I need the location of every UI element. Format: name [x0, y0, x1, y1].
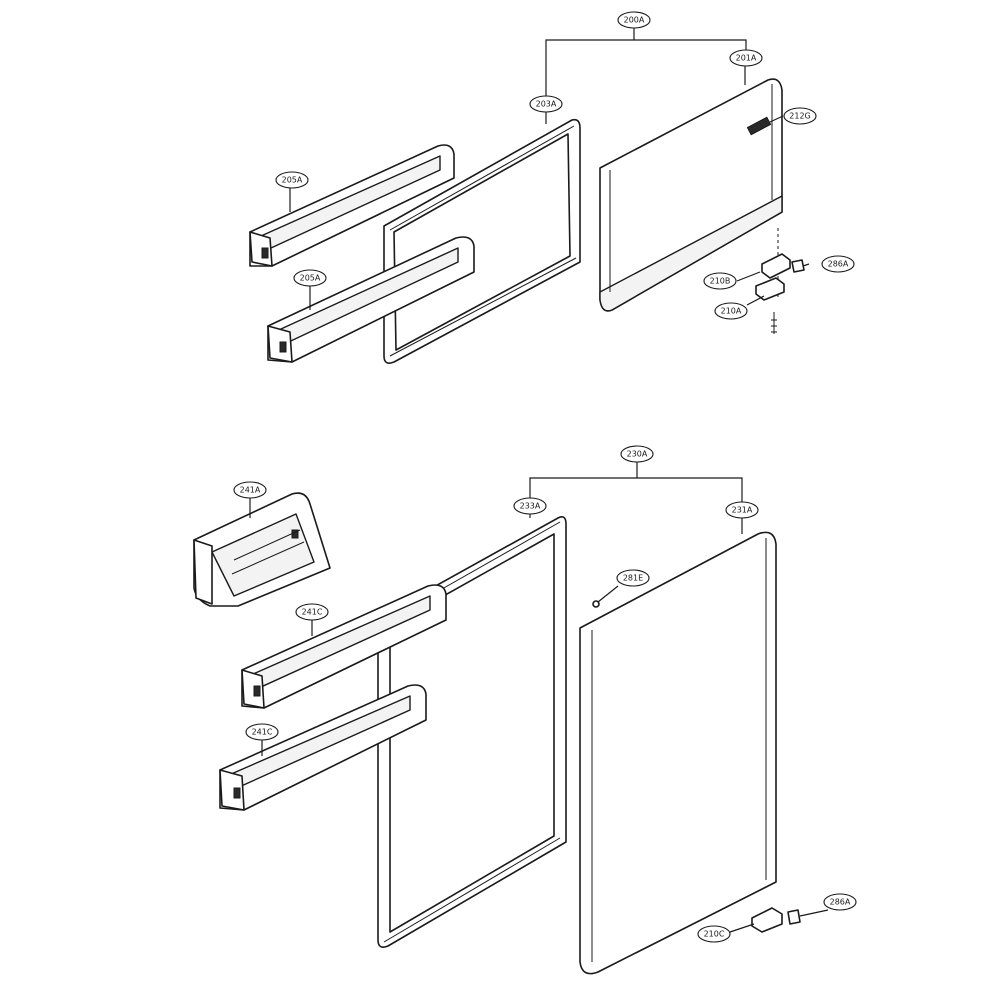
hinge-screw — [771, 312, 777, 334]
callout-233A: 233A — [513, 497, 547, 515]
svg-text:281E: 281E — [623, 574, 643, 583]
hinge-210C — [751, 907, 783, 933]
freezer-door-201A — [599, 78, 783, 312]
door-handle-grip-212G — [746, 116, 772, 136]
svg-text:203A: 203A — [536, 100, 557, 109]
svg-text:212G: 212G — [789, 112, 810, 121]
callout-210A: 210A — [714, 302, 748, 320]
hinge-parts-top — [755, 228, 805, 334]
svg-text:241C: 241C — [252, 728, 273, 737]
door-bin-205A-upper — [249, 144, 455, 267]
svg-text:200A: 200A — [624, 16, 645, 25]
svg-text:286A: 286A — [828, 260, 849, 269]
callout-286A-top: 286A — [821, 255, 855, 273]
svg-text:210C: 210C — [704, 930, 725, 939]
callout-212G: 212G — [783, 107, 817, 125]
callout-241C-upper: 241C — [295, 603, 329, 621]
assembly-bracket-230A — [529, 462, 743, 534]
door-bin-241C-upper — [241, 584, 447, 709]
leader-lines-bottom — [249, 498, 829, 933]
callout-205A-upper: 205A — [275, 171, 309, 189]
screw-281E — [592, 600, 600, 608]
leader-lines-top — [289, 115, 810, 310]
callout-200A: 200A — [617, 11, 651, 29]
svg-text:210A: 210A — [721, 307, 742, 316]
door-bin-241A — [193, 492, 331, 607]
door-gasket-233A — [377, 516, 567, 948]
svg-text:241C: 241C — [302, 608, 323, 617]
callout-230A: 230A — [620, 445, 654, 463]
callout-286A-bottom: 286A — [823, 893, 857, 911]
door-gasket-203A — [383, 118, 581, 364]
svg-text:231A: 231A — [732, 506, 753, 515]
svg-text:230A: 230A — [627, 450, 648, 459]
door-bin-241C-lower — [219, 684, 427, 811]
callout-241A: 241A — [233, 481, 267, 499]
svg-text:241A: 241A — [240, 486, 261, 495]
svg-text:210B: 210B — [710, 277, 731, 286]
svg-text:205A: 205A — [300, 274, 321, 283]
callout-210C: 210C — [697, 925, 731, 943]
refrigerator-door-231A — [579, 531, 777, 975]
callout-203A: 203A — [529, 95, 563, 113]
assembly-bracket-200A — [545, 28, 747, 124]
callout-281E: 281E — [616, 569, 650, 587]
callout-231A: 231A — [725, 501, 759, 519]
hinge-parts-bottom — [751, 907, 801, 933]
callout-241C-lower: 241C — [245, 723, 279, 741]
cap-286A-top — [791, 259, 805, 273]
hinge-210A — [755, 277, 785, 301]
callout-210B: 210B — [703, 272, 737, 290]
svg-text:286A: 286A — [830, 898, 851, 907]
door-bin-205A-lower — [267, 236, 475, 363]
svg-text:233A: 233A — [520, 502, 541, 511]
callout-205A-lower: 205A — [293, 269, 327, 287]
hinge-bracket-210B — [761, 253, 791, 279]
cap-286A-bottom — [787, 909, 801, 925]
svg-text:201A: 201A — [736, 54, 757, 63]
callout-201A: 201A — [729, 49, 763, 67]
svg-text:205A: 205A — [282, 176, 303, 185]
